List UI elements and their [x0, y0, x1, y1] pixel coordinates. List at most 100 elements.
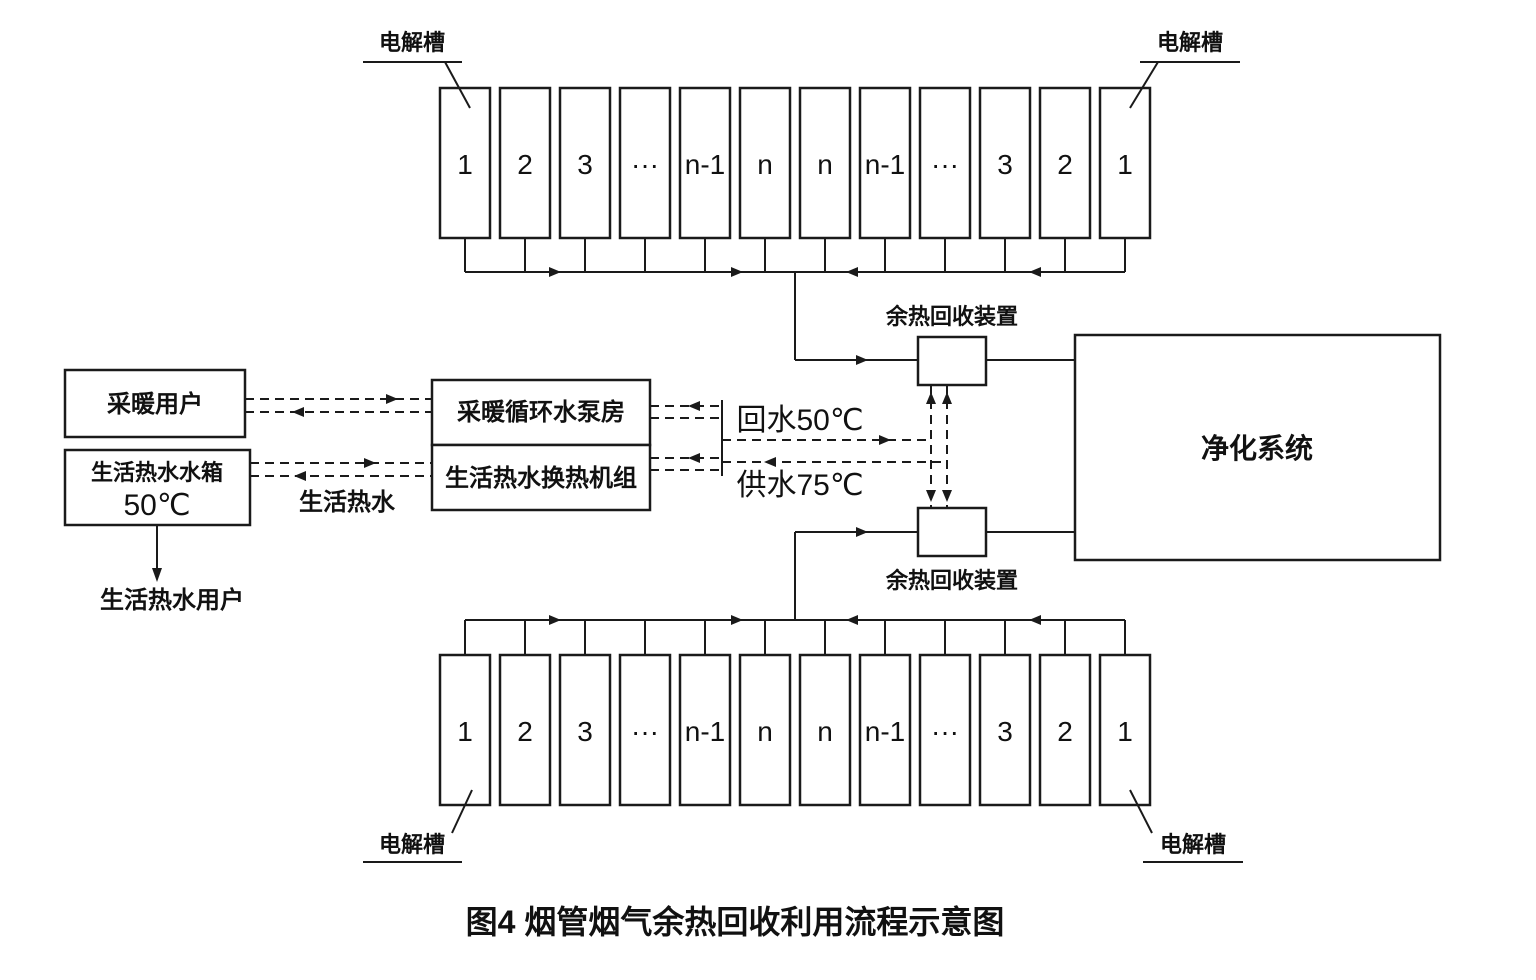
arrow-right — [879, 435, 891, 445]
bottom-cell-2b — [1038, 653, 1092, 807]
hot-water-tank: 生活热水水箱 50℃ 生活热水用户 — [63, 448, 252, 614]
arrow-left — [846, 267, 858, 277]
return-water-label: 回水50℃ — [736, 404, 863, 437]
supply-water-label: 供水75℃ — [736, 469, 863, 502]
bottom-cell-label: 1 — [457, 716, 473, 747]
hot-water-tank-temp: 50℃ — [123, 489, 190, 522]
bottom-cell-label: ··· — [931, 716, 959, 747]
arrow-left — [688, 401, 700, 411]
top-cell-label: n — [757, 149, 773, 180]
top-cell-label: 3 — [577, 149, 593, 180]
hot-water-tank-box — [63, 448, 252, 527]
bottom-cell-dots2 — [918, 653, 972, 807]
electrolyzer-label-bottom-left: 电解槽 — [379, 832, 445, 857]
arrow-left — [846, 615, 858, 625]
bottom-cell-2 — [498, 653, 552, 807]
bottom-cell-label: n-1 — [685, 716, 725, 747]
arrow-right — [856, 355, 868, 365]
heating-users: 采暖用户 — [63, 368, 247, 439]
top-cell-label: 1 — [457, 149, 473, 180]
flow-arrows — [152, 267, 1041, 625]
arrow-left — [292, 407, 304, 417]
top-cell-label: 3 — [997, 149, 1013, 180]
top-cell-n-1b — [858, 86, 912, 240]
top-cell-1 — [438, 86, 492, 240]
arrow-up — [942, 392, 952, 404]
bottom-manifold — [464, 619, 1126, 655]
top-cell-2b — [1038, 86, 1092, 240]
top-cell-label: ··· — [631, 149, 659, 180]
bottom-cell-n-1b — [858, 653, 912, 807]
arrow-left — [688, 453, 700, 463]
heat-recovery-top-box — [916, 335, 988, 387]
water-piping — [245, 398, 947, 477]
heat-recovery-bottom-label: 余热回收装置 — [885, 568, 1018, 593]
bottom-cell-n2 — [798, 653, 852, 807]
bottom-cell-n — [738, 653, 792, 807]
top-cell-dots — [618, 86, 672, 240]
top-cell-label: n — [817, 149, 833, 180]
arrow-left — [294, 471, 306, 481]
heat-recovery-top: 余热回收装置 — [885, 304, 1075, 387]
top-cell-1b — [1098, 86, 1152, 240]
top-cell-label: 2 — [517, 149, 533, 180]
hot-water-hx-unit-box — [430, 443, 652, 512]
heating-users-box — [63, 368, 247, 439]
electrolyzer-callouts: 电解槽 电解槽 电解槽 电解槽 — [363, 30, 1243, 863]
bottom-cell-3b — [978, 653, 1032, 807]
top-manifold — [464, 238, 1126, 361]
electrolyzer-label-bottom-right: 电解槽 — [1160, 832, 1226, 857]
top-cell-label: 2 — [1057, 149, 1073, 180]
arrow-down — [942, 490, 952, 502]
arrow-left — [1029, 267, 1041, 277]
electrolyzer-label-top-right: 电解槽 — [1157, 30, 1223, 55]
arrow-right — [549, 267, 561, 277]
bottom-cell-label: 2 — [1057, 716, 1073, 747]
arrow-right — [364, 458, 376, 468]
top-cell-label: n-1 — [685, 149, 725, 180]
bottom-cell-label: 1 — [1117, 716, 1133, 747]
purification-system-label: 净化系统 — [1201, 432, 1313, 464]
arrow-right — [856, 527, 868, 537]
hot-water-hx-unit-label: 生活热水换热机组 — [445, 465, 637, 492]
arrow-right — [386, 394, 398, 404]
bottom-cell-label: n — [817, 716, 833, 747]
bottom-cell-dots — [618, 653, 672, 807]
arrow-right — [549, 615, 561, 625]
hot-water-tank-label: 生活热水水箱 — [91, 460, 223, 485]
bottom-cell-1b — [1098, 653, 1152, 807]
heating-users-label: 采暖用户 — [107, 390, 203, 418]
heat-recovery-bottom-box — [916, 506, 988, 558]
top-cell-n — [738, 86, 792, 240]
bottom-cell-label: n-1 — [865, 716, 905, 747]
electrolyzer-label-top-left: 电解槽 — [379, 30, 445, 55]
purification-system-box — [1073, 333, 1442, 562]
figure-caption: 图4 烟管烟气余热回收利用流程示意图 — [466, 904, 1005, 940]
arrow-up — [926, 392, 936, 404]
bottom-cell-bank: 1 2 3 ··· n-1 n n n-1 ··· 3 2 1 — [438, 653, 1152, 807]
top-cell-3b — [978, 86, 1032, 240]
bottom-cell-label: n — [757, 716, 773, 747]
bottom-cell-n-1 — [678, 653, 732, 807]
arrow-right — [731, 267, 743, 277]
domestic-hot-water-label: 生活热水 — [299, 489, 396, 516]
device-water-risers — [930, 385, 948, 508]
top-cell-label: 1 — [1117, 149, 1133, 180]
top-cell-label: ··· — [931, 149, 959, 180]
top-cell-bank: 1 2 3 ··· n-1 n n n-1 ··· 3 2 1 — [438, 86, 1152, 240]
arrow-left — [764, 457, 776, 467]
heating-pump-room-label: 采暖循环水泵房 — [457, 398, 625, 426]
bottom-cell-1 — [438, 653, 492, 807]
purification-system: 净化系统 — [1073, 333, 1442, 562]
heat-recovery-top-label: 余热回收装置 — [885, 304, 1018, 329]
hot-water-users-label: 生活热水用户 — [100, 586, 244, 614]
bottom-cell-label: 3 — [577, 716, 593, 747]
top-cell-label: n-1 — [865, 149, 905, 180]
bottom-cell-label: 3 — [997, 716, 1013, 747]
bottom-cell-3 — [558, 653, 612, 807]
arrow-left — [1029, 615, 1041, 625]
heat-recovery-bottom: 余热回收装置 — [794, 506, 1075, 620]
arrow-down — [152, 568, 162, 582]
bottom-cell-label: ··· — [631, 716, 659, 747]
